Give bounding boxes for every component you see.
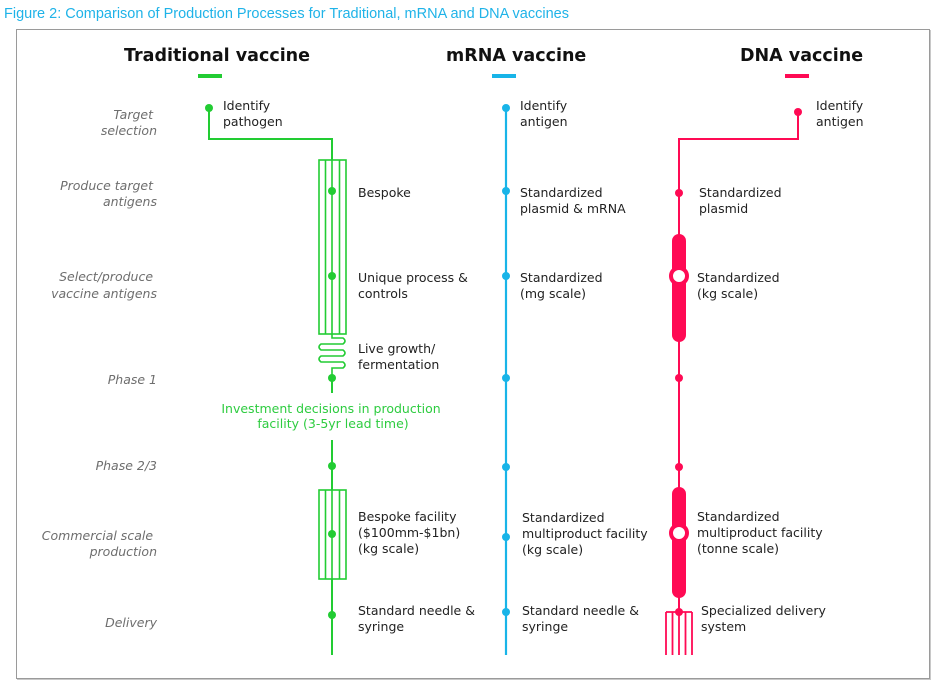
step-label-traditional-select: Unique process & controls (358, 270, 472, 301)
figure-title: Figure 2: Comparison of Production Proce… (4, 6, 569, 22)
step-label-dna-target: Identify antigen (816, 98, 867, 129)
ring-icon-dna-select (669, 266, 689, 286)
legend-swatch-mrna (492, 74, 516, 78)
stage-label-phase1: Phase 1 (108, 372, 157, 387)
node-dna-phase1 (675, 374, 683, 382)
node-dna-phase23 (675, 463, 683, 471)
stage-label-phase23: Phase 2/3 (96, 458, 157, 473)
node-traditional-target (205, 104, 213, 112)
node-mrna-produce (502, 187, 510, 195)
legend-swatch-traditional (198, 74, 222, 78)
column-header-traditional: Traditional vaccine (124, 46, 310, 78)
mrna-track (502, 104, 510, 655)
dna-scale-bar-select (672, 234, 686, 342)
column-title: DNA vaccine (740, 46, 863, 66)
step-label-mrna-select: Standardized (mg scale) (520, 270, 607, 301)
bespoke-process-box (318, 159, 347, 335)
step-label-traditional-growth: Live growth/ fermentation (358, 341, 439, 372)
step-label-mrna-target: Identify antigen (520, 98, 571, 129)
node-traditional-select (328, 272, 336, 280)
investment-note: Investment decisions in production facil… (221, 401, 444, 431)
stage-label-delivery: Delivery (105, 615, 157, 630)
stage-label-select: Select/produce vaccine antigens (51, 269, 157, 301)
step-label-traditional-delivery: Standard needle & syringe (358, 603, 479, 634)
node-dna-delivery (675, 608, 683, 616)
node-mrna-phase23 (502, 463, 510, 471)
node-traditional-phase23 (328, 462, 336, 470)
node-mrna-delivery (502, 608, 510, 616)
step-label-traditional-commercial: Bespoke facility ($100mm-$1bn) (kg scale… (358, 509, 464, 556)
node-traditional-commercial (328, 530, 336, 538)
step-label-dna-produce: Standardized plasmid (699, 185, 786, 216)
node-traditional-produce (328, 187, 336, 195)
step-label-dna-select: Standardized (kg scale) (697, 270, 784, 301)
ring-icon-dna-commercial (669, 523, 689, 543)
node-mrna-target (502, 104, 510, 112)
node-dna-produce (675, 189, 683, 197)
diagram-frame (16, 29, 930, 679)
delivery-fork-icon (665, 611, 693, 655)
traditional-labels: Identify pathogen Bespoke Unique process… (221, 98, 479, 634)
traditional-nodes (205, 104, 336, 619)
node-traditional-delivery (328, 611, 336, 619)
node-mrna-phase1 (502, 374, 510, 382)
stage-label-commercial: Commercial scale production (42, 528, 157, 559)
legend-swatch-dna (785, 74, 809, 78)
step-label-dna-commercial: Standardized multiproduct facility (tonn… (697, 509, 827, 556)
fermentation-coil-icon (318, 334, 346, 378)
step-label-mrna-produce: Standardized plasmid & mRNA (520, 185, 626, 216)
column-title: mRNA vaccine (446, 46, 586, 66)
dna-track (665, 108, 802, 655)
stage-label-produce: Produce target antigens (60, 178, 157, 209)
column-title: Traditional vaccine (124, 46, 310, 66)
traditional-line-start (208, 108, 333, 160)
traditional-track (208, 108, 347, 655)
step-label-mrna-delivery: Standard needle & syringe (522, 603, 643, 634)
node-mrna-commercial (502, 533, 510, 541)
step-label-traditional-produce: Bespoke (358, 185, 411, 200)
node-mrna-select (502, 272, 510, 280)
column-header-mrna: mRNA vaccine (446, 46, 586, 78)
step-label-traditional-target: Identify pathogen (223, 98, 283, 129)
column-header-dna: DNA vaccine (740, 46, 863, 78)
node-dna-target (794, 108, 802, 116)
node-traditional-phase1 (328, 374, 336, 382)
stage-labels: Target selection Produce target antigens… (42, 107, 158, 630)
dna-labels: Identify antigen Standardized plasmid St… (697, 98, 867, 634)
stage-label-target: Target selection (101, 107, 157, 138)
step-label-dna-delivery: Specialized delivery system (701, 603, 830, 634)
step-label-mrna-commercial: Standardized multiproduct facility (kg s… (522, 510, 652, 557)
mrna-labels: Identify antigen Standardized plasmid & … (520, 98, 652, 634)
